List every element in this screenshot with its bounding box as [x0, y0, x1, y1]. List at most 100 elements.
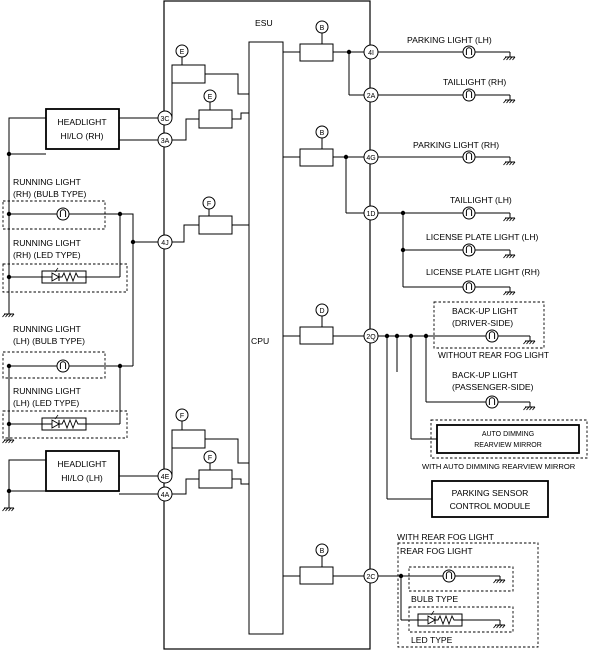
pin-2C: 2C	[363, 568, 379, 584]
svg-text:3C: 3C	[161, 116, 170, 123]
lamp-icon	[462, 150, 476, 164]
running-rh-led-box	[2, 263, 128, 293]
parking-rh-label: PARKING LIGHT (RH)	[413, 140, 499, 150]
ground-icon	[503, 254, 516, 259]
running-lh-bulb-label-2: (LH) (BULB TYPE)	[13, 336, 85, 346]
svg-text:E: E	[180, 49, 185, 56]
driver-e-second: E	[172, 89, 249, 141]
pin-1D: 1D	[363, 205, 379, 221]
svg-text:4A: 4A	[161, 492, 170, 499]
headlight-rh-label-2: HI/LO (RH)	[61, 131, 104, 141]
ground-icon	[503, 217, 516, 222]
svg-text:4J: 4J	[161, 240, 168, 247]
driver-d: D	[283, 303, 364, 345]
running-rh-bulb-label-2: (RH) (BULB TYPE)	[13, 189, 87, 199]
svg-text:1D: 1D	[367, 211, 376, 218]
pin-4G: 4G	[363, 149, 379, 165]
svg-text:4I: 4I	[368, 50, 374, 57]
svg-text:3A: 3A	[161, 138, 170, 145]
cpu-block	[248, 41, 284, 635]
lamp-icon	[485, 329, 499, 343]
driver-e-top: E	[171, 44, 249, 118]
ground-icon	[503, 99, 516, 104]
svg-text:B: B	[320, 548, 325, 555]
pin-3C: 3C	[157, 110, 173, 126]
bulb-type-label: BULB TYPE	[411, 594, 458, 604]
lamp-icon	[462, 243, 476, 257]
lamp-icon	[462, 280, 476, 294]
svg-text:2C: 2C	[367, 574, 376, 581]
ground-icon	[2, 439, 15, 444]
headlight-rh-box	[45, 108, 120, 150]
parking-sensor-label: PARKING SENSOR	[452, 488, 529, 498]
headlight-lh-label-2: HI/LO (LH)	[61, 473, 103, 483]
rear-fog-box	[397, 542, 539, 648]
parking-lh-label: PARKING LIGHT (LH)	[407, 35, 492, 45]
svg-text:E: E	[208, 94, 213, 101]
pin-2Q: 2Q	[363, 328, 379, 344]
led-icon	[41, 267, 87, 284]
svg-text:4G: 4G	[366, 155, 375, 162]
backup-driver-label-2: (DRIVER-SIDE)	[452, 318, 513, 328]
driver-b-bottom: B	[283, 543, 364, 585]
running-lh-led-box	[2, 410, 128, 439]
headlight-rh-label: HEADLIGHT	[57, 117, 107, 127]
ground-icon	[503, 161, 516, 166]
pin-4A: 4A	[157, 486, 173, 502]
svg-text:2A: 2A	[367, 93, 376, 100]
led-type-label: LED TYPE	[411, 635, 453, 645]
taillight-rh-label: TAILLIGHT (RH)	[443, 77, 506, 87]
svg-text:B: B	[320, 25, 325, 32]
svg-text:4E: 4E	[161, 474, 170, 481]
cpu-label: CPU	[251, 336, 269, 346]
with-rear-fog-label: WITH REAR FOG LIGHT	[397, 532, 495, 542]
ground-icon	[2, 507, 15, 512]
junction-dot-icon	[6, 488, 12, 494]
without-fog-label: WITHOUT REAR FOG LIGHT	[438, 350, 549, 360]
auto-dimming-label-2: REARVIEW MIRROR	[474, 442, 542, 449]
rear-fog-label: REAR FOG LIGHT	[400, 546, 473, 556]
backup-passenger-label-2: (PASSENGER-SIDE)	[452, 382, 534, 392]
backup-passenger-label: BACK-UP LIGHT	[452, 370, 518, 380]
driver-f-bottom: F	[172, 450, 249, 495]
running-lh-led-label: RUNNING LIGHT	[13, 386, 82, 396]
ground-icon	[503, 291, 516, 296]
ground-icon	[523, 406, 536, 411]
ground-icon	[523, 340, 536, 345]
ground-icon	[493, 579, 506, 584]
lamp-icon	[462, 206, 476, 220]
running-lh-bulb-box	[2, 351, 106, 379]
taillight-lh-label: TAILLIGHT (LH)	[450, 195, 512, 205]
svg-text:F: F	[180, 413, 184, 420]
svg-text:B: B	[320, 130, 325, 137]
svg-text:2Q: 2Q	[366, 334, 376, 341]
pin-3A: 3A	[157, 132, 173, 148]
running-rh-bulb-box	[2, 200, 106, 230]
pin-4E: 4E	[157, 468, 173, 484]
running-rh-led-label-2: (RH) (LED TYPE)	[13, 250, 81, 260]
ground-icon	[493, 624, 506, 629]
lamp-icon	[56, 207, 70, 221]
headlight-lh-box	[45, 450, 120, 492]
svg-text:D: D	[319, 308, 324, 315]
esu-label: ESU	[255, 18, 273, 28]
led-icon	[417, 610, 463, 627]
headlight-lh-label: HEADLIGHT	[57, 459, 107, 469]
running-lh-led-label-2: (LH) (LED TYPE)	[13, 398, 79, 408]
driver-b-second: B	[283, 125, 364, 167]
pin-4I: 4I	[363, 44, 379, 60]
lamp-icon	[442, 569, 456, 583]
svg-text:F: F	[208, 455, 212, 462]
license-rh-label: LICENSE PLATE LIGHT (RH)	[426, 267, 540, 277]
pin-4J: 4J	[157, 234, 173, 250]
license-lh-label: LICENSE PLATE LIGHT (LH)	[426, 232, 539, 242]
pin-2A: 2A	[363, 87, 379, 103]
auto-dimming-label: AUTO DIMMING	[482, 431, 534, 438]
backup-driver-box	[433, 301, 545, 349]
led-icon	[41, 414, 87, 431]
lamp-icon	[462, 45, 476, 59]
driver-b-top: B	[283, 20, 364, 62]
ground-icon	[2, 313, 15, 318]
parking-sensor-label-2: CONTROL MODULE	[450, 501, 531, 511]
